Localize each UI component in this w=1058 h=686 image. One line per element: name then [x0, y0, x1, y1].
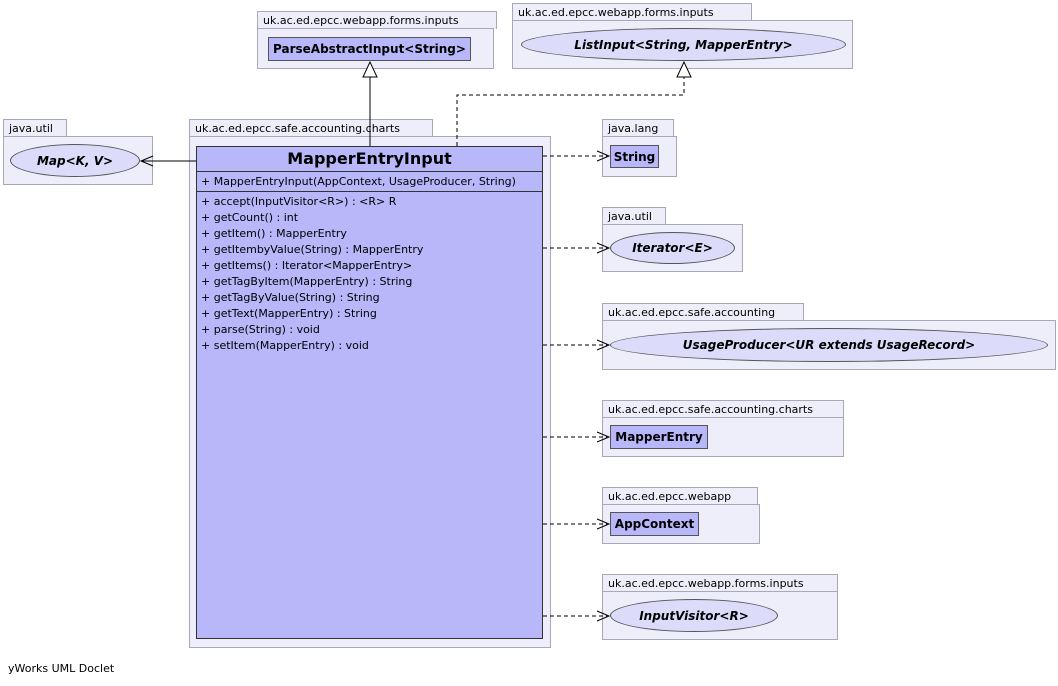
class-mapper-entry[interactable]: MapperEntry	[610, 425, 708, 449]
open-arrowhead	[596, 518, 611, 530]
class-iterator[interactable]: Iterator<E>	[610, 232, 735, 264]
class-parse-abstract-input[interactable]: ParseAbstractInput<String>	[268, 37, 471, 61]
class-input-visitor[interactable]: InputVisitor<R>	[610, 599, 778, 632]
open-arrowhead	[596, 339, 611, 351]
package-tab-forms-inputs-right: uk.ac.ed.epcc.webapp.forms.inputs	[512, 3, 752, 21]
hollow-triangle-arrowhead	[676, 60, 692, 78]
open-arrowhead	[596, 610, 611, 622]
method: + getTagByItem(MapperEntry) : String	[201, 275, 413, 288]
open-arrowhead	[596, 431, 611, 443]
package-tab-java-lang: java.lang	[602, 119, 674, 137]
method: + getCount() : int	[201, 211, 299, 224]
open-arrowhead	[139, 155, 154, 167]
method: + accept(InputVisitor<R>) : <R> R	[201, 195, 397, 208]
open-arrowhead	[596, 242, 611, 254]
method: + getTagByValue(String) : String	[201, 291, 380, 304]
method: + getItem() : MapperEntry	[201, 227, 347, 240]
package-tab-webapp: uk.ac.ed.epcc.webapp	[602, 487, 758, 505]
method: + getItembyValue(String) : MapperEntry	[201, 243, 424, 256]
method: + setItem(MapperEntry) : void	[201, 339, 369, 352]
hollow-triangle-arrowhead	[362, 60, 378, 78]
package-tab-java-util-right: java.util	[602, 207, 666, 225]
methods-section: + accept(InputVisitor<R>) : <R> R + getC…	[197, 192, 542, 354]
method: + parse(String) : void	[201, 323, 320, 336]
method: + getItems() : Iterator<MapperEntry>	[201, 259, 413, 272]
package-tab-safe-charts: uk.ac.ed.epcc.safe.accounting.charts	[602, 400, 844, 418]
class-mapper-entry-input[interactable]: MapperEntryInput + MapperEntryInput(AppC…	[196, 146, 543, 639]
class-name: MapperEntryInput	[197, 147, 542, 172]
class-list-input[interactable]: ListInput<String, MapperEntry>	[521, 28, 846, 61]
package-tab-forms-inputs-bottom: uk.ac.ed.epcc.webapp.forms.inputs	[602, 574, 838, 592]
constructor-section: + MapperEntryInput(AppContext, UsageProd…	[197, 172, 542, 192]
class-string[interactable]: String	[610, 145, 659, 168]
class-usage-producer[interactable]: UsageProducer<UR extends UsageRecord>	[610, 328, 1048, 362]
edge-implements-list-input	[456, 77, 685, 146]
package-tab-java-util-left: java.util	[3, 119, 67, 137]
class-map[interactable]: Map<K, V>	[10, 144, 140, 177]
package-tab-main: uk.ac.ed.epcc.safe.accounting.charts	[189, 119, 433, 137]
method: + getText(MapperEntry) : String	[201, 307, 377, 320]
footer-label: yWorks UML Doclet	[8, 662, 115, 675]
package-tab-forms-inputs-left: uk.ac.ed.epcc.webapp.forms.inputs	[257, 11, 497, 29]
constructor: + MapperEntryInput(AppContext, UsageProd…	[201, 175, 516, 188]
class-app-context[interactable]: AppContext	[610, 512, 699, 536]
open-arrowhead	[596, 150, 611, 162]
package-tab-safe-accounting: uk.ac.ed.epcc.safe.accounting	[602, 303, 804, 321]
